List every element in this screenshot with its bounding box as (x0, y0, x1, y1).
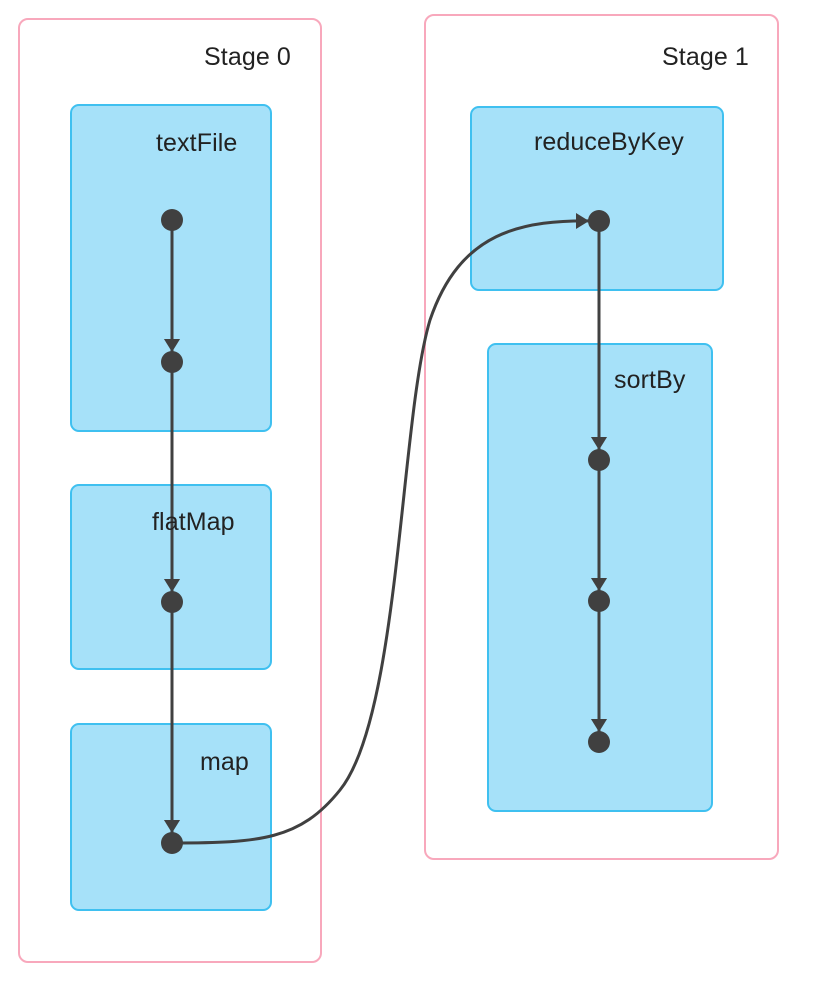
rdd-partition-node[interactable] (161, 209, 183, 231)
rdd-label-textfile: textFile (156, 129, 238, 157)
arrowhead-down-icon (163, 579, 181, 592)
arrowhead-down-icon (590, 437, 608, 450)
rdd-partition-node[interactable] (588, 590, 610, 612)
rdd-partition-node[interactable] (588, 449, 610, 471)
rdd-box-reducebykey[interactable] (470, 106, 724, 291)
rdd-partition-node[interactable] (161, 591, 183, 613)
arrowhead-down-icon (590, 578, 608, 591)
stage-label-1: Stage 1 (662, 43, 749, 71)
arrowhead-down-icon (163, 820, 181, 833)
stage-label-0: Stage 0 (204, 43, 291, 71)
rdd-label-reducebykey: reduceByKey (534, 128, 684, 156)
rdd-partition-node[interactable] (161, 351, 183, 373)
arrowhead-down-icon (590, 719, 608, 732)
rdd-label-flatmap: flatMap (152, 508, 235, 536)
rdd-partition-node[interactable] (588, 731, 610, 753)
rdd-partition-node[interactable] (161, 832, 183, 854)
rdd-partition-node[interactable] (588, 210, 610, 232)
arrowhead-down-icon (163, 339, 181, 352)
rdd-label-map: map (200, 748, 249, 776)
edge-shuffle (171, 219, 600, 845)
rdd-label-sortby: sortBy (614, 366, 686, 394)
arrowhead-right-icon (576, 212, 589, 230)
